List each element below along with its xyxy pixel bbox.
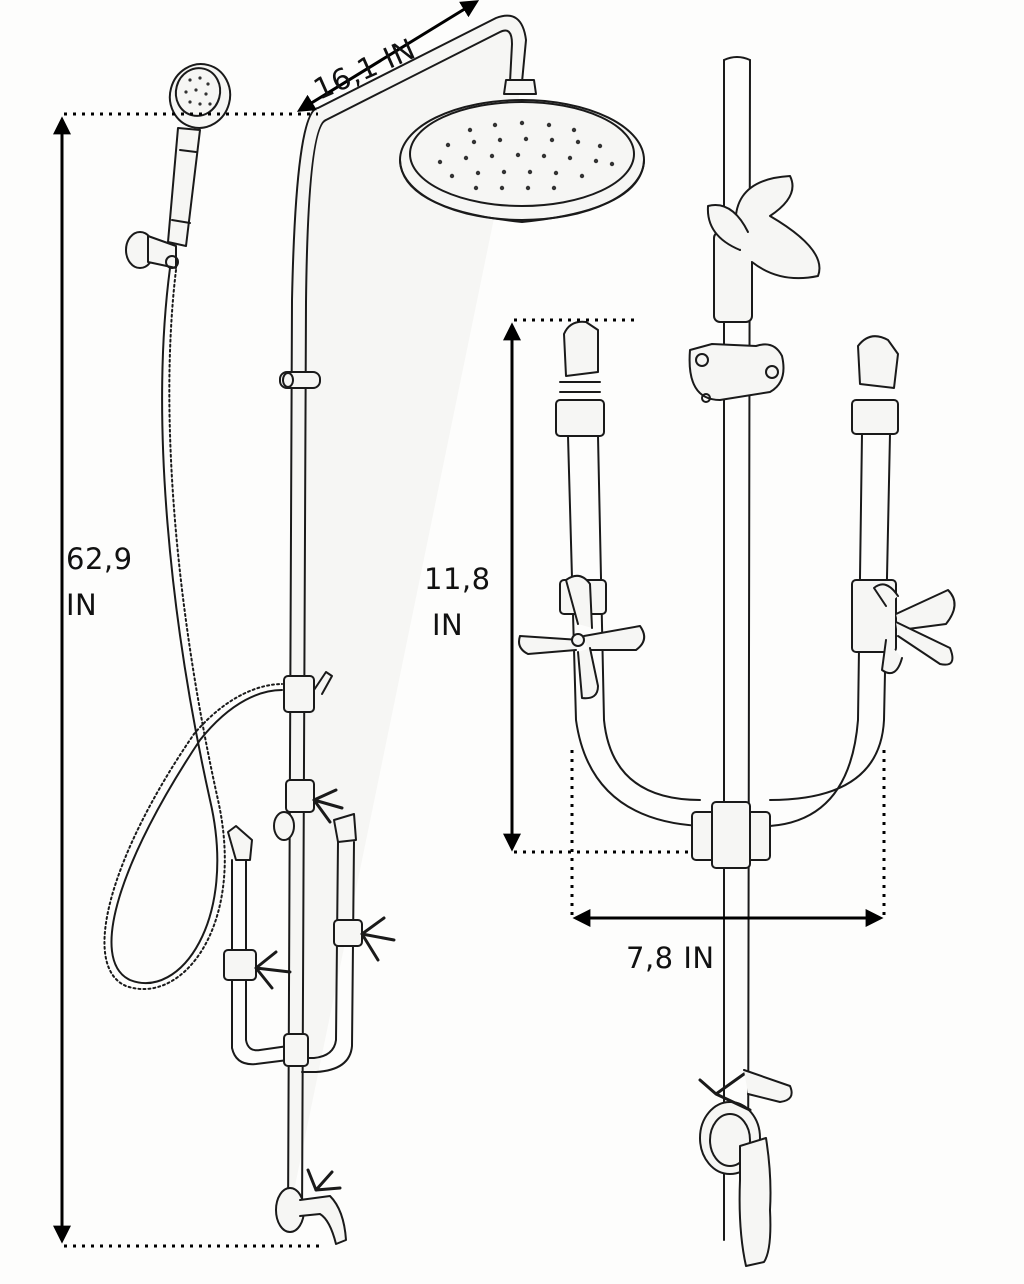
mixing-valve-set — [223, 779, 396, 1073]
valve-detail — [518, 56, 956, 1267]
riser-clamp — [279, 371, 321, 389]
flexible-hose — [103, 267, 283, 991]
valve-width-text: 7,8 IN — [626, 941, 715, 975]
valve-height-unit: IN — [432, 608, 464, 642]
arm-length-dimension — [296, 0, 480, 112]
tub-spout — [275, 1168, 347, 1245]
total-height-label: 62,9 IN — [66, 536, 133, 628]
shower-head-holes — [437, 120, 615, 191]
hand-shower-holder — [125, 231, 179, 269]
dimension-lines — [53, 0, 886, 1248]
valve-width-label: 7,8 IN — [626, 935, 715, 981]
hand-shower — [167, 63, 232, 247]
valve-height-label: 11,8 IN — [424, 556, 491, 648]
total-height-value: 62,9 — [66, 542, 133, 576]
diverter-valve — [283, 671, 333, 713]
rain-shower-head — [399, 79, 645, 223]
total-height-unit: IN — [66, 588, 98, 622]
hand-shower-holes — [184, 76, 212, 106]
valve-height-value: 11,8 — [424, 562, 491, 596]
